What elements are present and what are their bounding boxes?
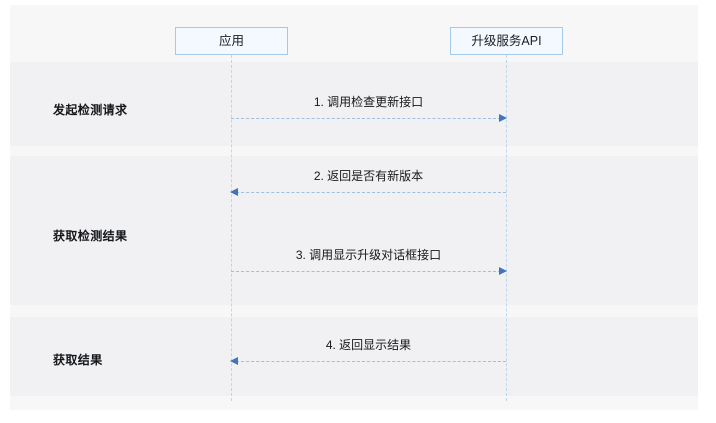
message-line-4 [231,361,506,362]
message-line-2 [231,192,506,193]
step-label-get-detection-result: 获取检测结果 [53,229,128,243]
participant-label-app: 应用 [218,34,244,48]
lifeline-upgrade-service-api [506,55,507,401]
arrow-head-icon [499,114,507,122]
message-arrow-2[interactable]: 2. 返回是否有新版本 [230,169,506,196]
step-band-3 [10,317,698,396]
arrow-head-icon [230,188,238,196]
arrow-head-icon [499,267,507,275]
message-label-3: 3. 调用显示升级对话框接口 [295,248,442,262]
message-arrow-4[interactable]: 4. 返回显示结果 [230,338,506,365]
message-line-3 [231,271,506,272]
message-label-2: 2. 返回是否有新版本 [313,169,424,183]
message-arrow-3[interactable]: 3. 调用显示升级对话框接口 [231,248,507,275]
message-line-1 [231,118,506,119]
step-label-initiate-request: 发起检测请求 [53,103,128,117]
step-band-1 [10,62,698,146]
message-arrow-1[interactable]: 1. 调用检查更新接口 [231,95,507,122]
message-label-1: 1. 调用检查更新接口 [313,95,424,109]
participant-box-app[interactable]: 应用 [175,27,288,55]
message-label-4: 4. 返回显示结果 [325,338,412,352]
diagram-canvas: 发起检测请求 获取检测结果 获取结果 应用 升级服务API 1. 调用检查更新接… [10,5,698,410]
lifeline-app [231,55,232,401]
step-label-get-result: 获取结果 [53,353,103,367]
arrow-head-icon [230,357,238,365]
participant-label-upgrade-service-api: 升级服务API [471,34,542,48]
step-band-2 [10,156,698,305]
participant-box-upgrade-service-api[interactable]: 升级服务API [450,27,563,55]
